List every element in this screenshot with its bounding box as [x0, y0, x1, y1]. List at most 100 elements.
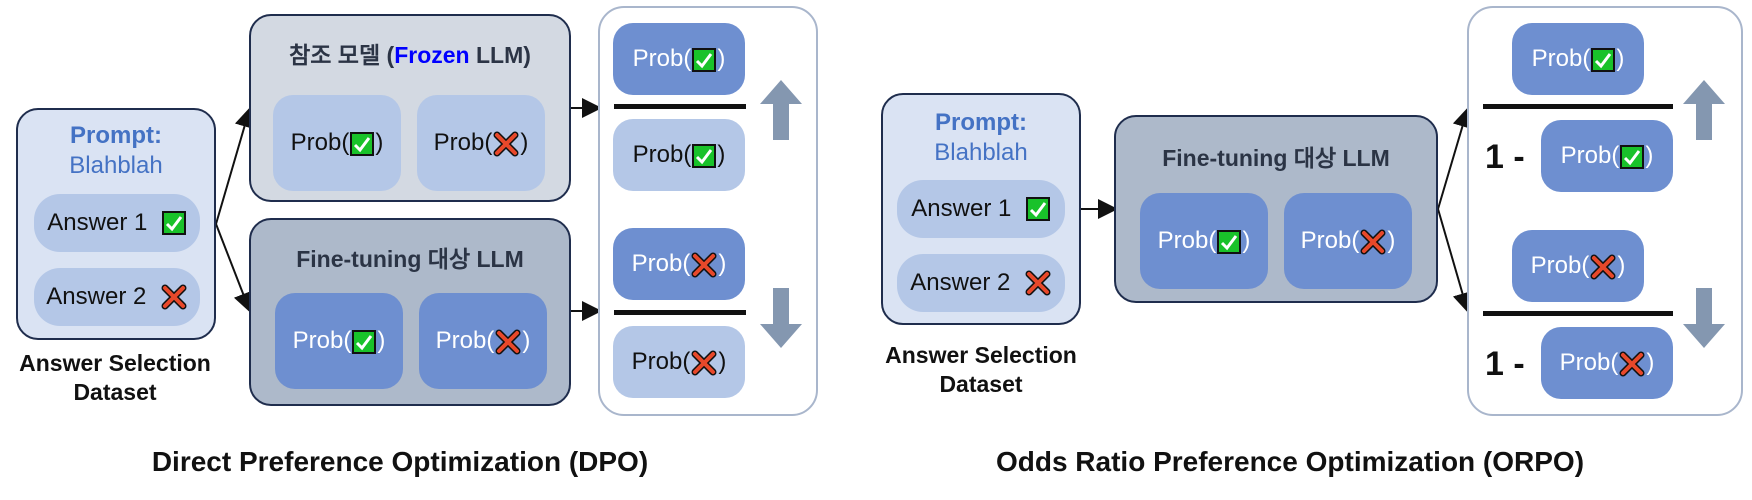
cross-icon	[1619, 351, 1645, 377]
dpo-ref-rejected-tile: Prob()	[613, 326, 745, 398]
prob-label: Prob(	[1531, 45, 1591, 72]
prob-close: )	[1645, 142, 1654, 169]
prob-label: Prob(	[1560, 142, 1620, 169]
reference-title-prefix: 참조 모델 (	[289, 42, 395, 68]
dpo-ratio-panel: Prob() Prob() Prob() Prob()	[598, 6, 818, 416]
prob-close: )	[1242, 227, 1251, 254]
dataset-caption-line2: Dataset	[73, 379, 157, 405]
arrow-down-icon	[760, 288, 802, 348]
orpo-finetune-model-box: Fine-tuning 대상 LLM Prob() Prob()	[1114, 115, 1438, 303]
prompt-value: Blahblah	[934, 139, 1028, 166]
finetune-model-title: Fine-tuning 대상 LLM	[1162, 145, 1390, 171]
prob-label: Prob(	[1559, 349, 1619, 376]
dpo-caption: Direct Preference Optimization (DPO)	[151, 446, 649, 477]
finetune-model-title: Fine-tuning 대상 LLM	[296, 246, 524, 272]
answer-2-pill: Answer 2	[897, 254, 1065, 312]
prob-close: )	[718, 348, 727, 375]
prob-close: )	[522, 327, 531, 354]
prob-close: )	[717, 141, 726, 168]
check-icon	[161, 211, 186, 235]
ref-prob-rejected-tile: Prob()	[417, 95, 545, 191]
arrow-down-icon	[1683, 288, 1725, 348]
prob-label: Prob(	[631, 348, 691, 375]
prompt-label: Prompt:	[70, 122, 162, 149]
orpo-odds-panel: Prob() 1 - Prob() Prob() 1 - Prob()	[1467, 6, 1743, 416]
orpo-caption: Odds Ratio Preference Optimization (ORPO…	[995, 446, 1585, 477]
dpo-fraction-bar-bottom	[614, 310, 746, 315]
prob-label: Prob(	[632, 45, 692, 72]
cross-icon	[493, 131, 519, 157]
cross-icon	[1360, 229, 1386, 255]
cross-icon	[1590, 254, 1616, 280]
cross-icon	[691, 350, 717, 376]
ft-prob-chosen-tile: Prob()	[275, 293, 403, 389]
ref-prob-chosen-tile: Prob()	[273, 95, 401, 191]
prompt-value: Blahblah	[69, 152, 163, 179]
check-icon	[692, 143, 717, 168]
prob-label: Prob(	[1157, 227, 1217, 254]
cross-icon	[1025, 270, 1051, 296]
answer-1-label: Answer 1	[911, 195, 1012, 222]
orpo-fraction-bar-bottom	[1483, 311, 1673, 316]
prob-close: )	[520, 129, 529, 156]
dpo-ref-chosen-tile: Prob()	[613, 119, 745, 191]
prob-label: Prob(	[1530, 252, 1590, 279]
check-icon	[1217, 229, 1242, 254]
prob-close: )	[1617, 252, 1626, 279]
prob-close: )	[375, 129, 384, 156]
prob-close: )	[1616, 45, 1625, 72]
reference-title-suffix: LLM)	[469, 42, 531, 68]
prob-label: Prob(	[1300, 227, 1360, 254]
check-icon	[352, 329, 377, 354]
orpo-numerator-chosen-tile: Prob()	[1512, 23, 1644, 95]
one-minus-bottom: 1 -	[1485, 345, 1525, 383]
orpo-dataset-box: Prompt: Blahblah Answer 1 Answer 2	[881, 93, 1081, 325]
orpo-prob-rejected-tile: Prob()	[1284, 193, 1412, 289]
cross-icon	[495, 329, 521, 355]
prob-close: )	[1646, 349, 1655, 376]
dataset-caption-line2: Dataset	[939, 371, 1023, 397]
prob-close: )	[717, 45, 726, 72]
dpo-fraction-bar-top	[614, 104, 746, 109]
check-icon	[1620, 144, 1645, 169]
answer-1-pill: Answer 1	[897, 180, 1065, 238]
orpo-numerator-rejected-tile: Prob()	[1512, 230, 1644, 302]
cross-icon	[161, 284, 187, 310]
dpo-dataset-caption: Answer Selection Dataset	[4, 349, 226, 407]
prob-label: Prob(	[290, 129, 350, 156]
orpo-fraction-bar-top	[1483, 104, 1673, 109]
check-icon	[1025, 197, 1050, 221]
answer-2-label: Answer 2	[910, 269, 1011, 296]
prob-close: )	[718, 250, 727, 277]
arrow-up-icon	[760, 80, 802, 140]
dpo-policy-rejected-tile: Prob()	[613, 228, 745, 300]
prompt-label: Prompt:	[935, 109, 1027, 136]
prob-label: Prob(	[435, 327, 495, 354]
ft-prob-rejected-tile: Prob()	[419, 293, 547, 389]
dataset-caption-line1: Answer Selection	[885, 342, 1077, 368]
prob-label: Prob(	[292, 327, 352, 354]
orpo-denominator-rejected-tile: Prob()	[1541, 327, 1673, 399]
check-icon	[350, 131, 375, 156]
orpo-dataset-caption: Answer Selection Dataset	[868, 341, 1094, 399]
orpo-prob-chosen-tile: Prob()	[1140, 193, 1268, 289]
prob-label: Prob(	[632, 141, 692, 168]
one-minus-top: 1 -	[1485, 138, 1525, 176]
check-icon	[1591, 47, 1616, 72]
dataset-caption-line1: Answer Selection	[19, 350, 211, 376]
dpo-policy-chosen-tile: Prob()	[613, 23, 745, 95]
prob-label: Prob(	[631, 250, 691, 277]
dpo-reference-model-box: 참조 모델 (Frozen LLM) Prob() Prob()	[249, 14, 571, 202]
prob-label: Prob(	[433, 129, 493, 156]
dpo-finetune-model-box: Fine-tuning 대상 LLM Prob() Prob()	[249, 218, 571, 406]
answer-2-pill: Answer 2	[34, 268, 200, 326]
prob-close: )	[1387, 227, 1396, 254]
dpo-dataset-box: Prompt: Blahblah Answer 1 Answer 2	[16, 108, 216, 340]
orpo-denominator-chosen-tile: Prob()	[1541, 120, 1673, 192]
reference-model-title: 참조 모델 (Frozen LLM)	[251, 36, 569, 70]
answer-1-label: Answer 1	[47, 209, 148, 236]
reference-title-frozen: Frozen	[394, 42, 470, 68]
cross-icon	[691, 252, 717, 278]
check-icon	[692, 47, 717, 72]
